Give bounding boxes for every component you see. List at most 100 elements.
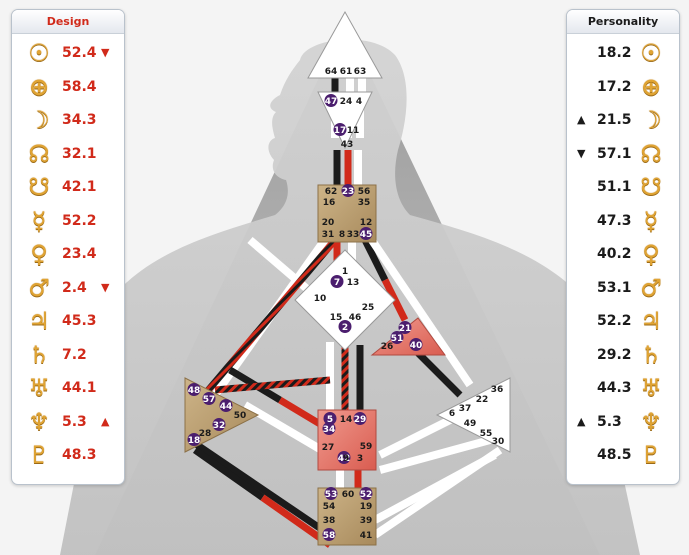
gate-number: 60: [342, 490, 355, 500]
gate-activation-circle: [187, 433, 201, 446]
mars-icon: ♂: [28, 273, 50, 302]
gate-number: 42: [338, 454, 351, 464]
design-row: ☿52.2: [12, 206, 124, 236]
moon-icon: ☽: [640, 106, 662, 134]
gate-number: 64: [325, 67, 338, 77]
personality-gate-value: 52.2: [597, 313, 632, 329]
channel-both: [214, 376, 331, 394]
gate-activation-circle: [333, 123, 347, 136]
personality-panel-title: Personality: [567, 10, 679, 34]
gate-activation-circle: [338, 320, 352, 333]
design-row: ☊ 32.1: [12, 139, 124, 169]
earth-icon: ⊕: [640, 72, 662, 101]
personality-row: ♄29.2: [567, 340, 679, 370]
gate-number: 8: [339, 230, 345, 240]
mars-icon: ♂: [640, 273, 662, 302]
gate-activation-circle: [187, 383, 201, 396]
gate-activation-circle: [202, 392, 216, 405]
south-node-icon: ☋: [28, 173, 50, 201]
gate-number: 62: [325, 187, 338, 197]
gate-number: 28: [199, 429, 212, 439]
arrow-down-icon: ▼: [101, 46, 110, 59]
channel-personality: [361, 238, 389, 282]
gate-number: 20: [322, 218, 335, 228]
gate-activation-circle: [341, 184, 355, 197]
gate-number: 51: [391, 334, 404, 344]
gate-number: 24: [340, 97, 353, 107]
moon-icon: ☽: [28, 106, 50, 134]
gate-number: 48: [188, 386, 201, 396]
arrow-up-icon: ▲: [577, 113, 586, 126]
gate-number: 6: [449, 409, 455, 419]
gate-activation-circle: [359, 487, 373, 500]
gate-number: 23: [342, 187, 355, 197]
gate-number: 45: [360, 230, 373, 240]
gate-number: 7: [334, 278, 340, 288]
personality-row: ⊕17.2: [567, 72, 679, 102]
gate-number: 12: [360, 218, 373, 228]
design-row: ♃45.3: [12, 306, 124, 336]
gate-activation-circle: [359, 227, 373, 240]
uranus-icon: ♅: [640, 374, 662, 402]
pluto-icon: ♇: [28, 441, 50, 469]
neptune-icon: ♆: [640, 407, 662, 436]
north-node-icon: ☊: [28, 139, 50, 168]
neptune-icon: ♆: [28, 407, 50, 436]
jupiter-icon: ♃: [640, 307, 662, 335]
design-row: ⊕58.4: [12, 72, 124, 102]
gate-number: 36: [491, 385, 504, 395]
gate-number: 35: [358, 198, 371, 208]
gate-number: 58: [323, 531, 336, 541]
gate-activation-circle: [390, 331, 404, 344]
gate-number: 4: [356, 97, 362, 107]
sun-icon: ☉: [28, 39, 50, 67]
gate-number: 33: [347, 230, 360, 240]
personality-row: ☿47.3: [567, 206, 679, 236]
gate-number: 11: [347, 126, 360, 136]
design-gate-value: 5.3: [62, 413, 87, 430]
pluto-icon: ♇: [640, 441, 662, 469]
design-gate-value: 48.3: [62, 447, 97, 463]
gate-number: 56: [358, 187, 371, 197]
gate-number: 26: [381, 342, 394, 352]
gate-number: 30: [492, 437, 505, 447]
design-gate-value: 42.1: [62, 179, 97, 195]
gate-activation-circle: [323, 412, 337, 425]
gate-number: 1: [342, 267, 348, 277]
design-row: ☽34.3: [12, 105, 124, 135]
personality-row: ♅44.3: [567, 373, 679, 403]
south-node-icon: ☋: [640, 173, 662, 201]
gate-number: 25: [362, 303, 375, 313]
design-row: ♆ 5.3 ▲: [12, 407, 124, 437]
saturn-icon: ♄: [28, 340, 50, 369]
arrow-up-icon: ▲: [101, 414, 110, 428]
design-row: ♅44.1: [12, 373, 124, 403]
design-gate-value: 58.4: [62, 78, 97, 95]
gate-activation-circle: [212, 418, 226, 431]
gate-activation-circle: [324, 94, 338, 107]
gate-number: 18: [188, 436, 201, 446]
gate-number: 29: [354, 415, 367, 425]
design-row: ☋ 42.1: [12, 172, 124, 202]
gate-number: 5: [327, 415, 333, 425]
design-panel: Design ☉52.4▼⊕58.4☽34.3☊32.1☋42.1☿52.2♀2…: [11, 9, 125, 485]
gate-number: 55: [480, 429, 493, 439]
gate-number: 40: [410, 341, 423, 351]
sun-icon: ☉: [640, 39, 662, 67]
channel-both: [197, 237, 338, 403]
personality-row: ☋51.1: [567, 172, 679, 202]
arrow-up-icon: ▲: [577, 414, 586, 428]
gate-number: 14: [340, 415, 353, 425]
venus-icon: ♀: [642, 240, 660, 268]
design-gate-value: 52.2: [62, 212, 97, 229]
gate-number: 46: [349, 313, 362, 323]
gate-number: 10: [314, 294, 327, 304]
gate-number: 50: [234, 411, 247, 421]
design-gate-value: 32.1: [62, 145, 97, 162]
gate-number: 3: [357, 454, 363, 464]
venus-icon: ♀: [30, 240, 48, 268]
gate-number: 16: [323, 198, 336, 208]
personality-row: ☉18.2: [567, 38, 679, 68]
